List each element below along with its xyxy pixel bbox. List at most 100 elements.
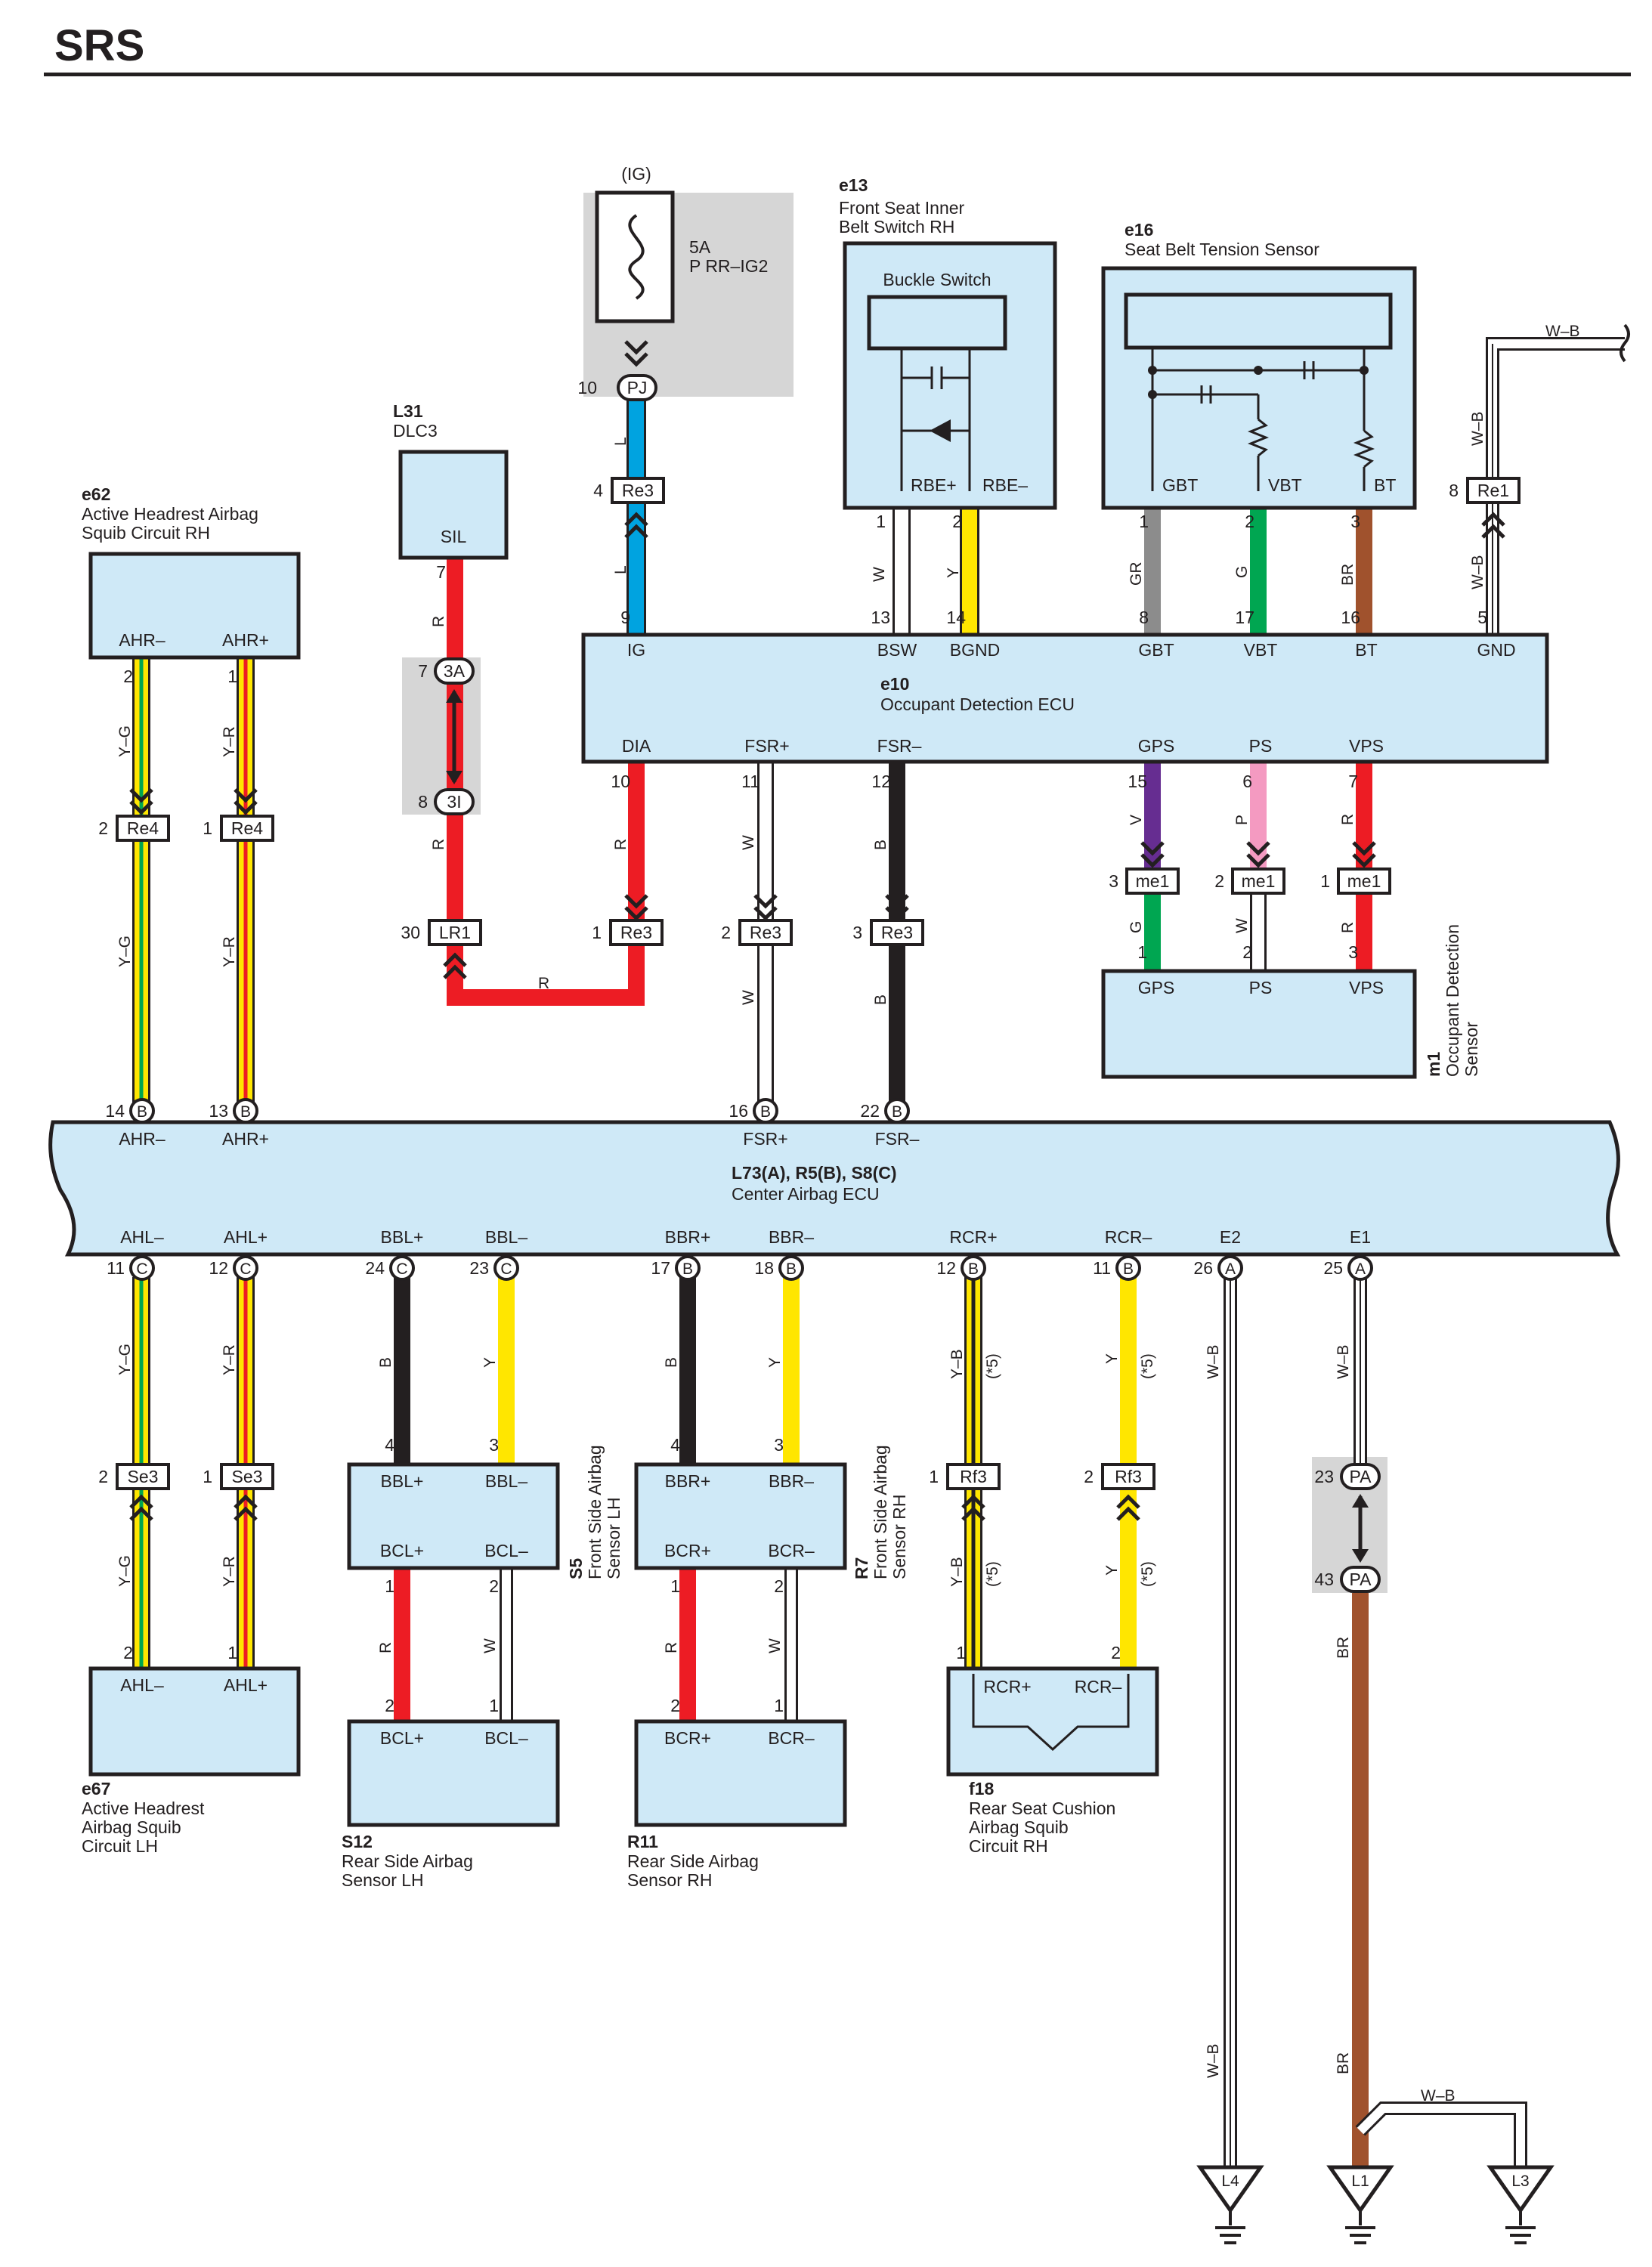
m1-id: m1 — [1424, 1052, 1443, 1077]
center-pin-ahlm: AHL– — [120, 1227, 164, 1247]
svg-text:1: 1 — [489, 1696, 499, 1715]
pin-3-me1: 3 — [1109, 871, 1118, 891]
e62-id: e62 — [82, 484, 110, 504]
s5-pin-bclp: BCL+ — [380, 1541, 424, 1560]
svg-text:4: 4 — [385, 1435, 394, 1455]
svg-text:B: B — [786, 1260, 797, 1278]
l31-name: DLC3 — [393, 421, 438, 441]
e62-pin-b: AHR+ — [222, 630, 269, 650]
svg-text:17: 17 — [651, 1258, 670, 1278]
e16-name: Seat Belt Tension Sensor — [1125, 240, 1319, 259]
svg-text:W–B: W–B — [1469, 411, 1486, 446]
pin-2-rf3: 2 — [1084, 1467, 1094, 1486]
svg-text:12: 12 — [871, 772, 891, 791]
svg-text:R: R — [377, 1642, 394, 1653]
r7-name-1: Front Side Airbag — [871, 1445, 890, 1579]
e67-id: e67 — [82, 1779, 110, 1798]
center-pin-rcrp: RCR+ — [949, 1227, 997, 1247]
svg-text:10: 10 — [611, 772, 630, 791]
r7-id: R7 — [852, 1557, 871, 1579]
svg-text:17: 17 — [1235, 608, 1254, 627]
svg-text:(*5): (*5) — [1139, 1561, 1156, 1587]
pin-30-lr1: 30 — [401, 923, 420, 942]
svg-text:B: B — [892, 1103, 902, 1121]
r7-pin-bbrm: BBR– — [769, 1471, 814, 1491]
e13-inner-box — [867, 295, 1007, 351]
svg-text:GR: GR — [1128, 562, 1145, 586]
junction-pa-link — [1352, 1494, 1369, 1563]
svg-text:7: 7 — [436, 562, 446, 582]
svg-text:R: R — [1339, 814, 1357, 825]
m1-pin-ps: PS — [1249, 978, 1273, 997]
e62-name-1: Active Headrest Airbag — [82, 504, 258, 524]
r7-pin-bbrp: BBR+ — [665, 1471, 711, 1491]
svg-text:Y–G: Y–G — [116, 1344, 134, 1375]
connector-re1 — [1466, 477, 1521, 504]
connector-me1-a-label: me1 — [1136, 871, 1170, 891]
center-pin-ahrm: AHR– — [119, 1129, 166, 1149]
e67-name-3: Circuit LH — [82, 1836, 158, 1856]
svg-text:B: B — [760, 1103, 771, 1121]
pin-8-3i: 8 — [418, 792, 428, 812]
svg-text:L3: L3 — [1511, 2173, 1529, 2190]
svg-text:W–B: W–B — [1469, 555, 1486, 589]
e13-inner-label: Buckle Switch — [883, 270, 991, 289]
svg-text:W: W — [766, 1638, 784, 1653]
svg-text:14: 14 — [105, 1101, 125, 1121]
svg-text:12: 12 — [936, 1258, 956, 1278]
r7-box — [634, 1462, 847, 1570]
center-pin-bblm: BBL– — [485, 1227, 527, 1247]
mating-arrows — [129, 340, 1505, 1521]
svg-text:L: L — [612, 437, 630, 446]
svg-text:2: 2 — [1111, 1643, 1121, 1662]
connector-lr1-label: LR1 — [439, 923, 471, 942]
l31-pin: SIL — [441, 527, 467, 546]
m1-name-2: Sensor — [1462, 1022, 1481, 1077]
s12-pin-a: BCL+ — [380, 1728, 424, 1748]
svg-text:A: A — [1225, 1260, 1236, 1278]
svg-text:3: 3 — [1348, 942, 1358, 962]
connector-re4-a — [116, 815, 170, 842]
svg-text:26: 26 — [1193, 1258, 1213, 1278]
connector-re4-b-label: Re4 — [231, 818, 263, 838]
svg-text:2: 2 — [952, 512, 962, 531]
e67-pin-b: AHL+ — [224, 1675, 268, 1695]
connector-3a — [434, 657, 475, 685]
svg-text:B: B — [872, 994, 889, 1005]
s12-box — [347, 1719, 560, 1827]
svg-text:Y–G: Y–G — [116, 1555, 134, 1587]
center-pin-e1: E1 — [1350, 1227, 1371, 1247]
svg-text:Y–B: Y–B — [948, 1349, 966, 1379]
svg-text:G: G — [1128, 921, 1145, 933]
svg-text:1: 1 — [774, 1696, 784, 1715]
r11-box — [634, 1719, 847, 1827]
svg-text:2: 2 — [489, 1576, 499, 1596]
center-ecu-box — [48, 1120, 1621, 1257]
svg-text:22: 22 — [860, 1101, 880, 1121]
f18-squib-symbol — [972, 1674, 1130, 1752]
svg-text:L4: L4 — [1221, 2173, 1239, 2190]
e10-pin-fsrm: FSR– — [877, 736, 922, 756]
svg-text:2: 2 — [123, 1643, 133, 1662]
m1-pin-gps: GPS — [1138, 978, 1175, 997]
connector-re3-fsrm-label: Re3 — [881, 923, 913, 942]
svg-text:V: V — [1128, 815, 1145, 825]
e16-pin-gbt: GBT — [1162, 475, 1198, 495]
e67-name-1: Active Headrest — [82, 1798, 205, 1818]
e13-id: e13 — [839, 175, 868, 195]
pin-numbers: 1 2 1 2 3 7 2 1 9 13 14 8 17 16 5 10 11 … — [123, 512, 1487, 1715]
svg-text:Y–G: Y–G — [116, 725, 134, 757]
svg-text:R: R — [663, 1642, 680, 1653]
connector-markers: PJ 10 Re3 4 Re1 8 Re4 2 Re4 1 3A 7 3I 8 … — [98, 374, 1521, 1593]
svg-text:1: 1 — [227, 1643, 237, 1662]
connector-3i — [434, 788, 475, 815]
svg-text:P: P — [1233, 815, 1251, 825]
connector-me1-a — [1125, 868, 1180, 895]
svg-text:2: 2 — [670, 1696, 680, 1715]
svg-text:12: 12 — [209, 1258, 228, 1278]
s5-id: S5 — [566, 1558, 586, 1579]
svg-text:Y–R: Y–R — [221, 1344, 238, 1375]
svg-text:3: 3 — [774, 1435, 784, 1455]
pin-2-se3: 2 — [98, 1467, 108, 1486]
connector-re3-ig — [611, 477, 665, 504]
